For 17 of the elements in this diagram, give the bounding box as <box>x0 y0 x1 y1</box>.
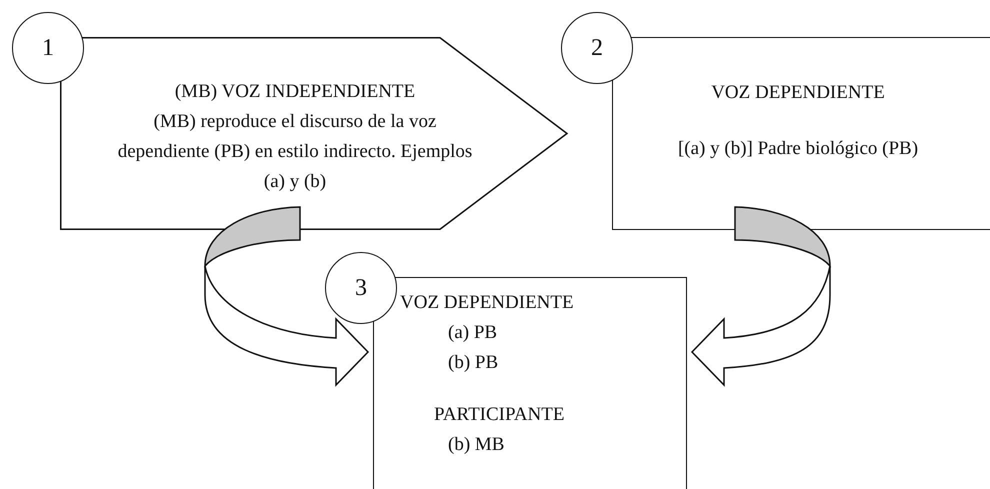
box-text: (b) MB <box>448 433 504 457</box>
box-text: [(a) y (b)] Padre biológico (PB) <box>678 137 918 161</box>
number-circle: 3 <box>325 252 397 324</box>
number-circle: 1 <box>12 12 84 84</box>
curved-block-arrow <box>691 206 831 386</box>
box-text: (MB) reproduce el discurso de la voz dependiente (PB) en estilo indirecto. Ejemplos (a) y (b) <box>116 110 474 194</box>
box-text: PARTICIPANTE <box>434 403 564 427</box>
pentagon-arrow-box <box>60 37 567 230</box>
curved-block-arrow <box>204 206 369 386</box>
box-heading: (MB) VOZ INDEPENDIENTE <box>174 80 416 104</box>
box-heading: VOZ DEPENDIENTE <box>400 291 574 315</box>
text-box <box>612 37 990 230</box>
box-heading: VOZ DEPENDIENTE <box>711 81 885 105</box>
text-box <box>373 277 687 489</box>
box-text: (b) PB <box>448 351 498 375</box>
box-text: (a) PB <box>448 321 498 345</box>
number-circle: 2 <box>561 12 633 84</box>
